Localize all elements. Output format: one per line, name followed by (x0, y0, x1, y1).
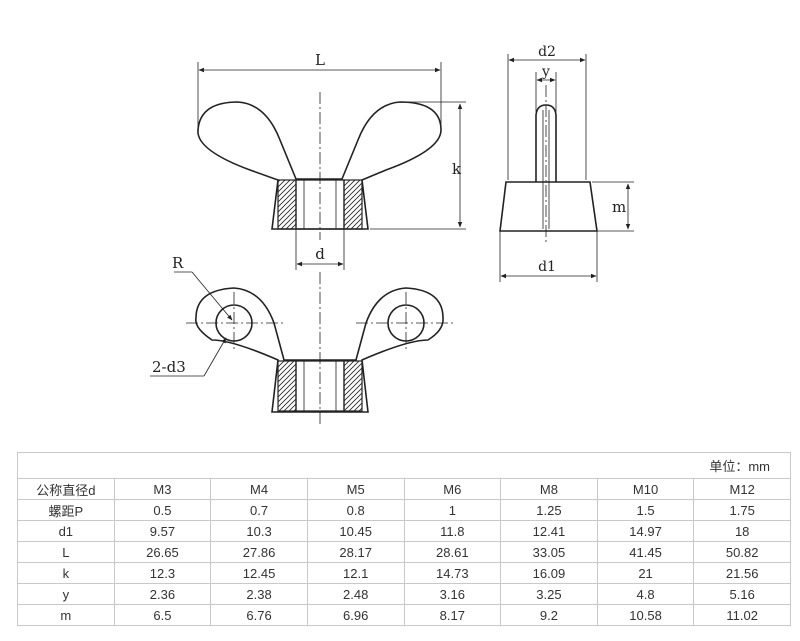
dimension-L (197, 62, 442, 130)
row-label: L (17, 541, 115, 563)
size-cell: M3 (113, 478, 212, 500)
value-cell: 12.41 (500, 520, 598, 542)
value-cell: 41.45 (596, 541, 695, 563)
value-cell: 2.36 (113, 583, 212, 605)
dimension-d2 (507, 54, 587, 180)
top-view-hatch-left (277, 360, 297, 412)
size-cell: M5 (306, 478, 405, 500)
value-cell: 14.73 (403, 562, 502, 584)
value-cell: 9.2 (500, 604, 598, 626)
dimension-y (535, 72, 557, 112)
dimension-label-L: L (315, 51, 325, 69)
front-view-hatch-left (277, 179, 297, 230)
size-cell: M4 (210, 478, 308, 500)
table-row: d1 9.57 10.3 10.45 11.8 12.41 14.97 18 (17, 520, 791, 542)
table-row: L 26.65 27.86 28.17 28.61 33.05 41.45 50… (17, 541, 791, 563)
leader-R (174, 271, 233, 321)
header-label: 公称直径d (17, 478, 115, 500)
value-cell: 28.61 (403, 541, 502, 563)
value-cell: 28.17 (306, 541, 405, 563)
value-cell: 1 (403, 499, 502, 521)
dimension-k (370, 101, 466, 230)
value-cell: 10.58 (596, 604, 695, 626)
value-cell: 0.7 (210, 499, 308, 521)
table-row: 螺距P 0.5 0.7 0.8 1 1.25 1.5 1.75 (17, 499, 791, 521)
value-cell: 3.16 (403, 583, 502, 605)
row-label: y (17, 583, 115, 605)
top-view-hatch-right (343, 360, 363, 412)
side-view (499, 104, 598, 232)
dimension-label-d2: d2 (538, 44, 556, 60)
front-view-outline (197, 101, 442, 230)
dimension-spec-table: 单位：mm 公称直径d M3 M4 M5 M6 M8 M10 M12 螺距P 0… (17, 452, 791, 626)
unit-cell: 单位：mm (17, 452, 791, 479)
dimension-label-d1: d1 (538, 259, 556, 275)
top-view (195, 287, 444, 413)
row-label: d1 (17, 520, 115, 542)
value-cell: 6.96 (306, 604, 405, 626)
table-row: k 12.3 12.45 12.1 14.73 16.09 21 21.56 (17, 562, 791, 584)
unit-row: 单位：mm (17, 452, 791, 479)
dimension-m (592, 181, 634, 232)
value-cell: 9.57 (113, 520, 212, 542)
value-cell: 2.38 (210, 583, 308, 605)
front-view-hatch-right (343, 179, 363, 230)
value-cell: 0.5 (113, 499, 212, 521)
value-cell: 6.5 (113, 604, 212, 626)
value-cell: 1.25 (500, 499, 598, 521)
value-cell: 21 (596, 562, 695, 584)
dimension-d (295, 229, 345, 270)
row-label: k (17, 562, 115, 584)
value-cell: 5.16 (693, 583, 791, 605)
label-d3: 2-d3 (152, 358, 186, 376)
value-cell: 4.8 (596, 583, 695, 605)
table-row: m 6.5 6.76 6.96 8.17 9.2 10.58 11.02 (17, 604, 791, 626)
dimension-label-m: m (612, 198, 626, 216)
value-cell: 11.02 (693, 604, 791, 626)
value-cell: 11.8 (403, 520, 502, 542)
row-label: m (17, 604, 115, 626)
front-view (197, 101, 442, 230)
top-view-centerlines (186, 272, 454, 424)
value-cell: 0.8 (306, 499, 405, 521)
side-view-base (499, 181, 598, 232)
value-cell: 1.5 (596, 499, 695, 521)
value-cell: 26.65 (113, 541, 212, 563)
size-cell: M10 (596, 478, 695, 500)
label-R: R (172, 254, 184, 272)
row-label: 螺距P (17, 499, 115, 521)
value-cell: 27.86 (210, 541, 308, 563)
size-cell: M8 (500, 478, 598, 500)
value-cell: 18 (693, 520, 791, 542)
value-cell: 2.48 (306, 583, 405, 605)
dimension-d1 (499, 231, 598, 282)
dimension-label-k: k (452, 160, 462, 178)
size-cell: M6 (403, 478, 502, 500)
value-cell: 50.82 (693, 541, 791, 563)
value-cell: 10.45 (306, 520, 405, 542)
value-cell: 3.25 (500, 583, 598, 605)
value-cell: 6.76 (210, 604, 308, 626)
value-cell: 12.45 (210, 562, 308, 584)
value-cell: 21.56 (693, 562, 791, 584)
value-cell: 12.1 (306, 562, 405, 584)
value-cell: 14.97 (596, 520, 695, 542)
top-view-outline (195, 287, 444, 413)
value-cell: 33.05 (500, 541, 598, 563)
value-cell: 16.09 (500, 562, 598, 584)
dimension-label-d: d (315, 245, 325, 263)
header-row: 公称直径d M3 M4 M5 M6 M8 M10 M12 (17, 478, 791, 500)
value-cell: 12.3 (113, 562, 212, 584)
value-cell: 10.3 (210, 520, 308, 542)
value-cell: 8.17 (403, 604, 502, 626)
leader-d3 (150, 337, 227, 377)
wing-nut-technical-drawing: L k d d2 y m (150, 44, 634, 424)
dimension-label-y: y (541, 64, 550, 80)
value-cell: 1.75 (693, 499, 791, 521)
size-cell: M12 (693, 478, 791, 500)
table-row: y 2.36 2.38 2.48 3.16 3.25 4.8 5.16 (17, 583, 791, 605)
